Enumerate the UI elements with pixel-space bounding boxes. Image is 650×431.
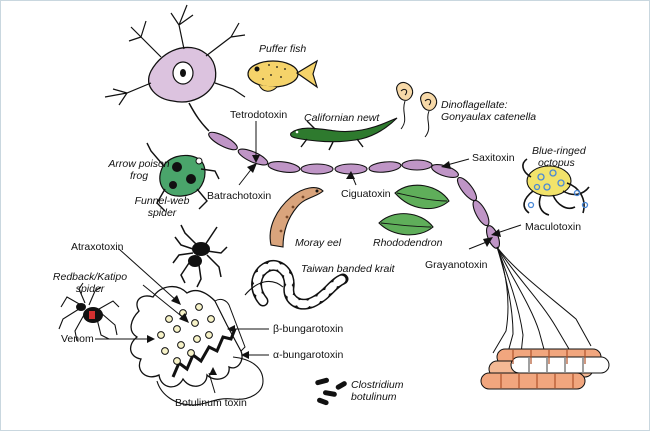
dinoflagellate — [396, 81, 438, 138]
label-gonyaulax-catenella: Gonyaulax catenella — [441, 111, 537, 123]
label-rhododendron: Rhododendron — [373, 237, 443, 249]
label-venom: Venom — [61, 333, 94, 345]
neuron-cell-body — [104, 4, 246, 106]
label-tetrodotoxin: Tetrodotoxin — [230, 109, 288, 121]
label-redback-katipo: Redback/Katipo — [52, 271, 128, 283]
label-botulinum-toxin: Botulinum toxin — [175, 397, 247, 409]
arrow-poison-frog — [146, 142, 220, 212]
label-atraxotoxin: Atraxotoxin — [71, 241, 124, 253]
redback-spider — [58, 282, 120, 342]
myelinated-axon — [188, 102, 592, 357]
puffer-fish — [247, 59, 319, 92]
label-funnel-web: Funnel-web — [134, 195, 190, 207]
blue-ringed-octopus — [522, 158, 590, 216]
label-alpha-bungarotoxin: α-bungarotoxin — [273, 349, 344, 361]
label-californian-newt: Californian newt — [304, 112, 380, 124]
label-moray-eel: Moray eel — [295, 237, 342, 249]
label-beta-bungarotoxin: β-bungarotoxin — [273, 323, 344, 335]
moray-eel — [269, 187, 324, 248]
rhododendron-leaves — [378, 184, 450, 236]
taiwan-banded-krait — [251, 260, 349, 310]
label-batrachotoxin: Batrachotoxin — [207, 190, 272, 202]
label-ciguatoxin: Ciguatoxin — [341, 188, 391, 200]
label-clostridium: Clostridium — [351, 379, 404, 391]
label-dinoflagellate: Dinoflagellate: — [441, 99, 508, 111]
label-blue-ringed: Blue-ringed — [532, 145, 586, 157]
clostridium-rods — [315, 377, 347, 406]
californian-newt — [290, 117, 398, 151]
funnel-web-spider — [172, 224, 228, 288]
label-saxitoxin: Saxitoxin — [472, 152, 515, 164]
label-puffer-fish: Puffer fish — [259, 43, 307, 55]
label-arrow-poison: Arrow poison — [108, 158, 170, 170]
label-botulinum: botulinum — [351, 391, 397, 403]
label-frog: frog — [129, 170, 149, 182]
muscle-fibres — [480, 348, 610, 390]
label-octopus: octopus — [538, 157, 575, 169]
label-funnel-web-spider: spider — [147, 207, 177, 219]
synaptic-terminal — [130, 280, 284, 406]
label-maculotoxin: Maculotoxin — [525, 221, 582, 233]
label-redback-spider: spider — [75, 283, 105, 295]
label-grayanotoxin: Grayanotoxin — [425, 259, 488, 271]
label-taiwan-banded-krait: Taiwan banded krait — [301, 263, 395, 275]
pointer-arrowheads — [147, 155, 501, 375]
